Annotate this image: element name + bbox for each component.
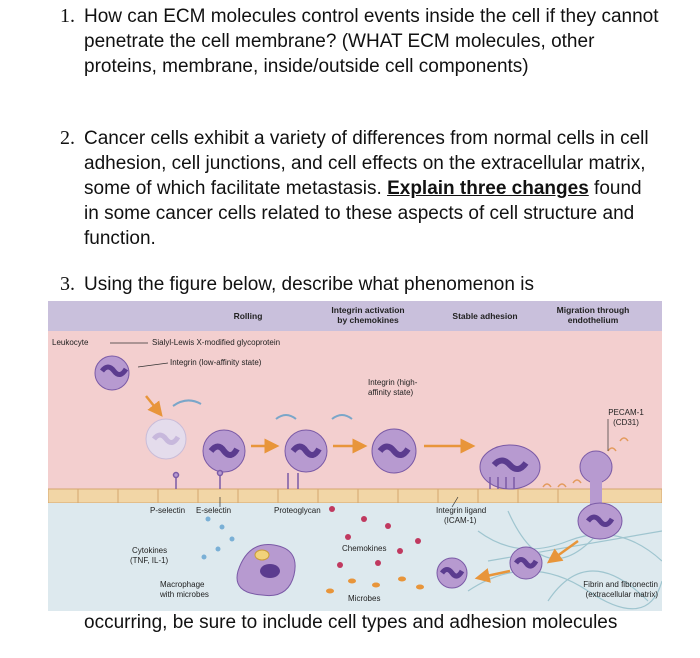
label-p-selectin: P-selectin xyxy=(150,506,185,515)
label-microbes: Microbes xyxy=(348,594,380,603)
process-arrows xyxy=(145,395,579,583)
question-3-text-start: Using the figure below, describe what ph… xyxy=(84,274,534,295)
label-chemokines: Chemokines xyxy=(342,544,386,553)
label-integrin-high-line1: Integrin (high- xyxy=(368,378,418,387)
label-pecam-line1: PECAM-1 xyxy=(608,408,644,417)
label-cytokines-line1: Cytokines xyxy=(132,546,167,555)
label-integrin-ligand-line2: (ICAM-1) xyxy=(444,516,477,525)
question-1-number: 1. xyxy=(60,5,75,27)
question-3-text-end: occurring, be sure to include cell types… xyxy=(84,612,618,633)
endothelium-layer xyxy=(48,488,662,504)
leukocyte-transmigrating xyxy=(577,450,623,540)
label-fibrin-line1: Fibrin and fibronectin xyxy=(583,580,658,589)
tissue-leukocyte-2 xyxy=(436,557,468,589)
cytokine-dots xyxy=(201,516,235,560)
header-migration-line1: Migration through xyxy=(557,305,630,315)
header-activation-line1: Integrin activation xyxy=(331,305,404,315)
leukocyte-activating xyxy=(284,429,328,473)
endothelial-cell-borders xyxy=(77,489,559,503)
figure-svg: Rolling Integrin activation by chemokine… xyxy=(48,301,662,611)
leukocyte-high-affinity xyxy=(371,428,417,474)
label-integrin-low: Integrin (low-affinity state) xyxy=(170,358,262,367)
selectins xyxy=(172,469,515,489)
blood-vessel-lumen xyxy=(48,331,662,491)
label-macrophage-line1: Macrophage xyxy=(160,580,205,589)
header-stable-adhesion: Stable adhesion xyxy=(452,311,517,321)
rolling-arcs xyxy=(172,399,353,420)
question-3-number: 3. xyxy=(60,273,75,295)
microbe-shapes xyxy=(326,576,424,594)
header-rolling: Rolling xyxy=(234,311,263,321)
question-1: 1. How can ECM molecules control events … xyxy=(60,4,660,79)
pecam-molecules xyxy=(542,437,629,488)
question-2-text-end: found in some cancer cells related to th… xyxy=(84,178,642,249)
label-pointers xyxy=(110,342,609,508)
leukocyte-rolling-1 xyxy=(94,355,130,391)
question-2-emphasis: Explain three changes xyxy=(387,178,589,199)
question-1-text: How can ECM molecules control events ins… xyxy=(84,6,659,77)
question-2-number: 2. xyxy=(60,127,75,149)
label-integrin-high-line2: affinity state) xyxy=(368,388,414,397)
label-sialyl-lewis: Sialyl-Lewis X-modified glycoprotein xyxy=(152,338,280,347)
label-fibrin-line2: (extracellular matrix) xyxy=(586,590,659,599)
question-3: 3. Using the figure below, describe what… xyxy=(60,272,660,297)
label-leukocyte: Leukocyte xyxy=(52,338,89,347)
label-cytokines-line2: (TNF, IL-1) xyxy=(130,556,169,565)
header-migration-line2: endothelium xyxy=(568,315,619,325)
header-band xyxy=(48,301,662,331)
leukocyte-faded xyxy=(145,418,187,460)
tissue-leukocyte-1 xyxy=(509,546,543,580)
question-2: 2. Cancer cells exhibit a variety of dif… xyxy=(60,126,660,251)
label-macrophage-line2: with microbes xyxy=(159,590,209,599)
label-integrin-ligand-line1: Integrin ligand xyxy=(436,506,486,515)
leukocyte-extravasation-figure: Rolling Integrin activation by chemokine… xyxy=(48,301,662,611)
question-2-text-intro: Cancer cells exhibit a variety of differ… xyxy=(84,128,649,199)
label-proteoglycan: Proteoglycan xyxy=(274,506,321,515)
question-2-text: Cancer cells exhibit a variety of differ… xyxy=(84,126,660,251)
chemokine-dots xyxy=(329,506,421,568)
label-e-selectin: E-selectin xyxy=(196,506,231,515)
leukocyte-rolling-2 xyxy=(202,429,246,473)
macrophage xyxy=(236,544,296,597)
leukocyte-stable-adhesion xyxy=(479,444,541,490)
header-activation-line2: by chemokines xyxy=(337,315,399,325)
label-pecam-line2: (CD31) xyxy=(613,418,639,427)
